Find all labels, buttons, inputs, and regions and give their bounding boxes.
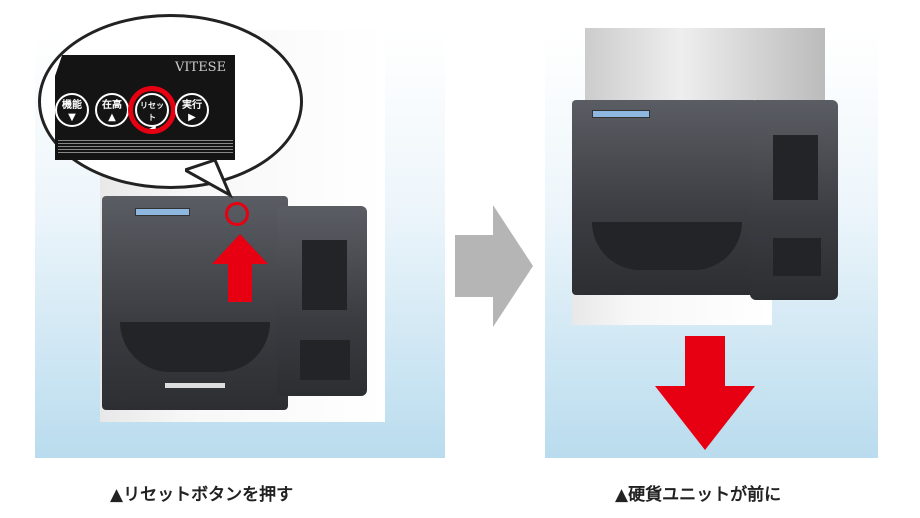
balance-button[interactable]: 在高▲	[95, 93, 129, 127]
tray-handle	[165, 383, 225, 388]
coin-tray	[592, 222, 742, 270]
keypad-stripes	[58, 138, 233, 154]
bubble-tail	[185, 160, 234, 199]
button-label: 実行	[182, 100, 202, 111]
bill-slot	[302, 240, 347, 310]
brand-logo: VITESE	[175, 60, 227, 75]
up-triangle-icon: ▲	[108, 112, 116, 123]
reset-button-highlight	[225, 202, 249, 226]
bill-outlet	[300, 340, 350, 380]
down-triangle-icon: ▼	[68, 112, 76, 123]
left-triangle-icon: ◀	[148, 124, 156, 135]
down-arrow-icon	[655, 336, 755, 450]
lcd-display	[592, 110, 650, 118]
button-label: リセット	[140, 101, 164, 122]
next-step-arrow-icon	[455, 205, 533, 327]
reset-button[interactable]: リセット ◀	[128, 86, 176, 135]
caption-press-reset: ▲リセットボタンを押す	[110, 485, 294, 505]
keypad-buttons: 機能▼ 在高▲ リセット ◀ 実行▶	[55, 86, 209, 135]
machine-front	[102, 196, 288, 410]
bill-outlet	[773, 238, 821, 276]
button-label: 機能	[62, 100, 82, 111]
coin-tray	[120, 322, 270, 372]
lcd-display	[135, 208, 190, 216]
button-label: 在高	[102, 100, 122, 111]
up-arrow-icon	[212, 234, 268, 302]
caption-coin-unit-forward: ▲硬貨ユニットが前に	[615, 485, 782, 505]
execute-button[interactable]: 実行▶	[175, 93, 209, 127]
bill-slot	[773, 135, 818, 200]
internal-mechanism	[585, 28, 825, 108]
right-triangle-icon: ▶	[188, 112, 196, 123]
function-button[interactable]: 機能▼	[55, 93, 89, 127]
